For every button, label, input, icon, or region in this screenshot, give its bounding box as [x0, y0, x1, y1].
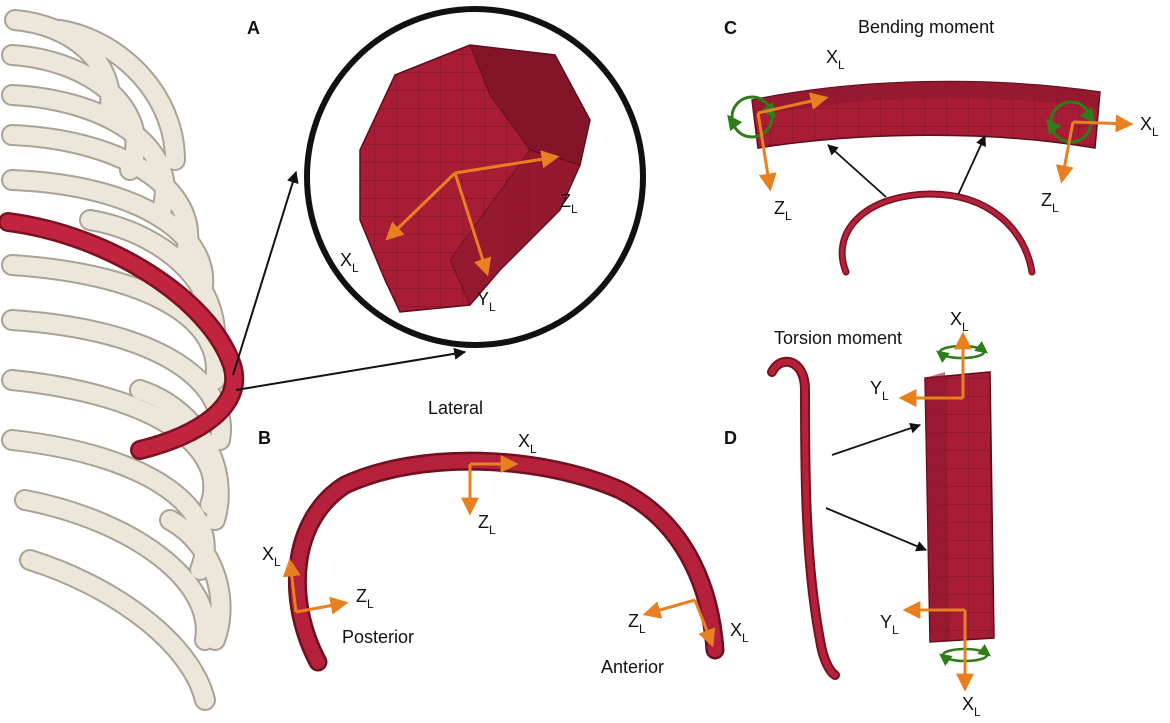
label-xl-a: XL — [340, 250, 359, 275]
axis-xl-arrow — [385, 171, 457, 241]
axis-xl-c-left-arrow — [757, 92, 829, 115]
label-xl-d-bottom: XL — [962, 694, 981, 719]
label-zl-b-post: ZL — [356, 586, 374, 611]
label-zl-a: ZL — [560, 191, 578, 216]
anterior-label: Anterior — [601, 657, 664, 677]
axis-xl-ant-arrow — [693, 599, 716, 648]
pointer-arrow-upper — [232, 170, 299, 376]
axis-zl-c-left-arrow — [756, 112, 777, 192]
axis-zl-arrow — [454, 150, 560, 175]
panel-d: D Torsion moment XL YL YL XL — [724, 309, 995, 719]
label-zl-b-mid: ZL — [478, 512, 496, 537]
label-xl-b-mid: XL — [518, 431, 537, 456]
label-yl-a: YL — [477, 289, 496, 314]
rib-lateral — [290, 454, 722, 669]
axis-xl-post-arrow — [282, 558, 301, 613]
label-xl-c-right: XL — [1140, 114, 1159, 139]
label-xl-c-top: XL — [826, 47, 845, 72]
panel-a-letter: A — [247, 18, 260, 38]
panel-b-letter: B — [258, 428, 271, 448]
axis-zl-ant-arrow — [642, 598, 696, 619]
axis-zl-post-arrow — [295, 596, 349, 615]
panel-c-title: Bending moment — [858, 17, 994, 37]
label-yl-d-top: YL — [870, 378, 889, 403]
label-xl-b-ant: XL — [730, 620, 749, 645]
posterior-label: Posterior — [342, 627, 414, 647]
panel-a: A XL YL ZL — [247, 6, 646, 348]
rib-small-c — [838, 190, 1036, 276]
highlighted-rib — [0, 214, 242, 458]
pointer-d-upper — [831, 423, 922, 456]
axis-zl-c-right-arrow — [1055, 121, 1075, 184]
axis-xl-c-right-arrow — [1072, 114, 1134, 133]
rib-cage — [0, 9, 245, 711]
panel-c: C Bending moment XL XL ZL ZL — [724, 17, 1159, 276]
pointer-d-lower — [825, 507, 927, 552]
label-zl-c-right: ZL — [1041, 190, 1059, 215]
pointer-arrow-lower — [235, 347, 467, 391]
label-zl-c-left: ZL — [774, 198, 792, 223]
panel-d-title: Torsion moment — [774, 328, 902, 348]
panel-c-letter: C — [724, 18, 737, 38]
panel-d-letter: D — [724, 428, 737, 448]
panel-b: B Lateral XL ZL XL ZL Posterior XL ZL An… — [258, 398, 749, 677]
panel-b-title: Lateral — [428, 398, 483, 418]
pointer-c-left — [827, 144, 887, 198]
label-yl-d-bottom: YL — [880, 612, 899, 637]
label-zl-b-ant: ZL — [628, 611, 646, 636]
label-xl-b-post: XL — [262, 544, 281, 569]
axis-yl-arrow — [453, 172, 492, 277]
label-xl-d-top: XL — [950, 309, 969, 334]
pointer-c-right — [957, 135, 986, 196]
